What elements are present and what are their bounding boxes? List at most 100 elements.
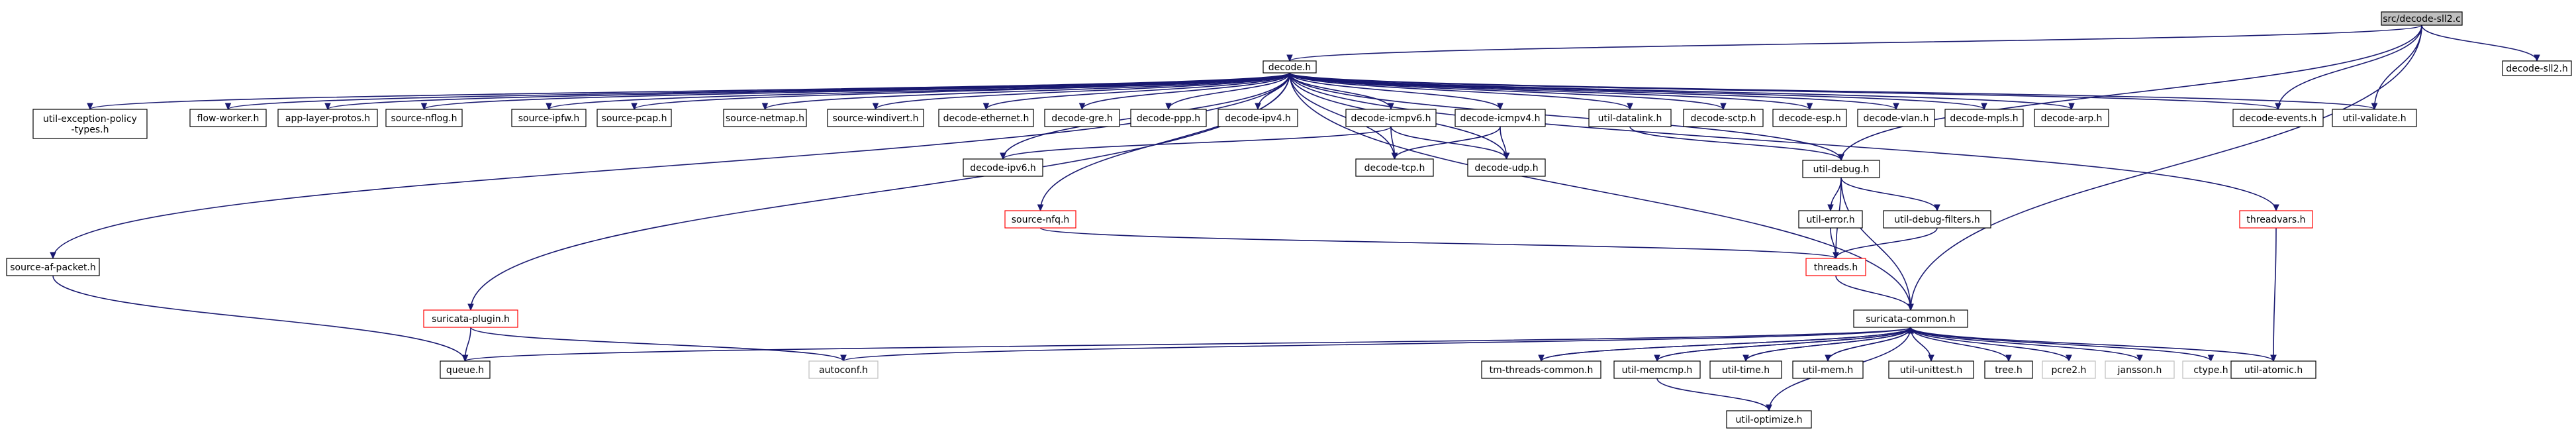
node-threadvars[interactable]: threadvars.h <box>2239 210 2313 229</box>
node-label: threadvars.h <box>2246 215 2305 225</box>
node-suricata-common[interactable]: suricata-common.h <box>1853 309 1968 328</box>
node-box <box>385 109 463 127</box>
node-label: util-mem.h <box>1803 365 1853 376</box>
node-decode-sctp[interactable]: decode-sctp.h <box>1683 109 1764 127</box>
node-decode-ipv6[interactable]: decode-ipv6.h <box>963 158 1043 177</box>
node-label: decode-vlan.h <box>1864 113 1929 124</box>
node-ctype[interactable]: ctype.h <box>2182 360 2240 379</box>
node-util-atomic[interactable]: util-atomic.h <box>2230 360 2316 379</box>
node-box <box>938 109 1034 127</box>
node-decode-sll2-h[interactable]: decode-sll2.h <box>2502 60 2572 76</box>
node-jansson[interactable]: jansson.h <box>2105 360 2175 379</box>
edge-suricata-plugin-to-autoconf <box>470 327 847 362</box>
node-decode-udp[interactable]: decode-udp.h <box>1467 158 1546 177</box>
node-box <box>189 109 267 127</box>
node-autoconf[interactable]: autoconf.h <box>808 360 879 379</box>
node-box <box>1455 109 1546 127</box>
node-box <box>2042 360 2096 379</box>
node-label: util-debug.h <box>1813 164 1870 175</box>
node-label: util-datalink.h <box>1598 113 1662 124</box>
node-decode-arp[interactable]: decode-arp.h <box>2034 109 2109 127</box>
nodes-layer: src/decode-sll2.c decode.h decode-sll2.h ut… <box>6 11 2572 429</box>
node-util-mem[interactable]: util-mem.h <box>1792 360 1864 379</box>
node-decode-esp[interactable]: decode-esp.h <box>1772 109 1847 127</box>
node-tree-h[interactable]: tree.h <box>1984 360 2033 379</box>
edge-util-mem-to-suricata-common <box>1827 326 1914 362</box>
node-source-nfq[interactable]: source-nfq.h <box>1004 210 1076 229</box>
node-decode-events[interactable]: decode-events.h <box>2232 109 2324 127</box>
edge-root-to-decode-events <box>2275 25 2422 111</box>
node-decode-mpls[interactable]: decode-mpls.h <box>1944 109 2024 127</box>
edge-decode-h-to-decode-arp <box>1289 72 2075 111</box>
node-box <box>2502 60 2572 76</box>
node-box <box>423 309 518 328</box>
node-util-time[interactable]: util-time.h <box>1709 360 1782 379</box>
node-decode-icmpv4[interactable]: decode-icmpv4.h <box>1455 109 1546 127</box>
node-box <box>1792 360 1864 379</box>
node-decode-ipv4[interactable]: decode-ipv4.h <box>1217 109 1298 127</box>
node-decode-ppp[interactable]: decode-ppp.h <box>1130 109 1207 127</box>
node-label: decode-esp.h <box>1778 113 1840 124</box>
node-source-af-packet[interactable]: source-af-packet.h <box>6 258 100 276</box>
node-label: util-validate.h <box>2342 113 2406 124</box>
node-util-optimize[interactable]: util-optimize.h <box>1726 410 1812 429</box>
node-decode-gre[interactable]: decode-gre.h <box>1044 109 1120 127</box>
node-label: decode-icmpv4.h <box>1460 113 1541 124</box>
node-util-memcmp[interactable]: util-memcmp.h <box>1613 360 1701 379</box>
node-source-nflog[interactable]: source-nflog.h <box>385 109 463 127</box>
node-app-layer-protos[interactable]: app-layer-protos.h <box>277 109 378 127</box>
node-decode-vlan[interactable]: decode-vlan.h <box>1857 109 1935 127</box>
node-util-debug[interactable]: util-debug.h <box>1802 160 1880 178</box>
edge-decode-h-to-decode-gre <box>1078 72 1290 111</box>
node-decode-h[interactable]: decode.h <box>1263 60 1317 74</box>
edge-decode-h-to-decode-events <box>1289 72 2281 111</box>
node-tm-threads-common[interactable]: tm-threads-common.h <box>1481 360 1601 379</box>
node-source-netmap[interactable]: source-netmap.h <box>723 109 807 127</box>
edge-suricata-common-to-autoconf <box>840 327 1911 362</box>
node-box <box>2381 11 2463 26</box>
node-suricata-plugin[interactable]: suricata-plugin.h <box>423 309 518 328</box>
node-label: ctype.h <box>2193 365 2228 376</box>
edge-decode-h-to-decode-ppp <box>1165 72 1290 111</box>
node-source-windivert[interactable]: source-windivert.h <box>827 109 924 127</box>
node-decode-icmpv6[interactable]: decode-icmpv6.h <box>1345 109 1437 127</box>
node-box <box>1613 360 1701 379</box>
node-decode-ethernet[interactable]: decode-ethernet.h <box>938 109 1034 127</box>
node-util-unittest[interactable]: util-unittest.h <box>1888 360 1974 379</box>
node-box <box>1683 109 1764 127</box>
node-queue-h[interactable]: queue.h <box>440 360 491 379</box>
node-decode-tcp[interactable]: decode-tcp.h <box>1355 158 1434 177</box>
node-source-pcap[interactable]: source-pcap.h <box>596 109 672 127</box>
node-flow-worker[interactable]: flow-worker.h <box>189 109 267 127</box>
node-root[interactable]: src/decode-sll2.c <box>2381 11 2463 26</box>
node-util-datalink[interactable]: util-datalink.h <box>1588 109 1672 127</box>
node-box <box>511 109 587 127</box>
node-label: decode-ipv4.h <box>1225 113 1291 124</box>
node-util-exception[interactable]: util-exception-policy-types.h <box>32 109 148 139</box>
edge-suricata-common-to-queue-h <box>461 327 1911 362</box>
edge-decode-h-to-threadvars <box>1289 72 2279 212</box>
node-label: source-ipfw.h <box>518 113 580 124</box>
node-util-validate[interactable]: util-validate.h <box>2332 109 2417 127</box>
node-util-debug-filters[interactable]: util-debug-filters.h <box>1883 210 1991 229</box>
node-box <box>1853 309 1968 328</box>
node-box <box>1798 210 1863 229</box>
node-util-error[interactable]: util-error.h <box>1798 210 1863 229</box>
edge-suricata-common-to-jansson <box>1910 327 2143 362</box>
node-box <box>2230 360 2316 379</box>
edge-root-to-decode-h <box>1286 25 2422 62</box>
edge-threads-to-suricata-common <box>1835 275 1914 311</box>
node-source-ipfw[interactable]: source-ipfw.h <box>511 109 587 127</box>
node-threads[interactable]: threads.h <box>1805 258 1866 276</box>
node-label: decode-arp.h <box>2041 113 2103 124</box>
node-label: decode-sll2.h <box>2506 64 2568 74</box>
node-label: decode.h <box>1268 62 1312 73</box>
edge-decode-h-to-source-af-packet <box>50 72 1290 260</box>
node-label: util-optimize.h <box>1735 415 1802 425</box>
edge-suricata-common-to-tree-h <box>1910 327 2012 362</box>
node-label: decode-tcp.h <box>1364 163 1425 174</box>
node-pcre2[interactable]: pcre2.h <box>2042 360 2096 379</box>
node-box <box>277 109 378 127</box>
node-box <box>6 258 100 276</box>
